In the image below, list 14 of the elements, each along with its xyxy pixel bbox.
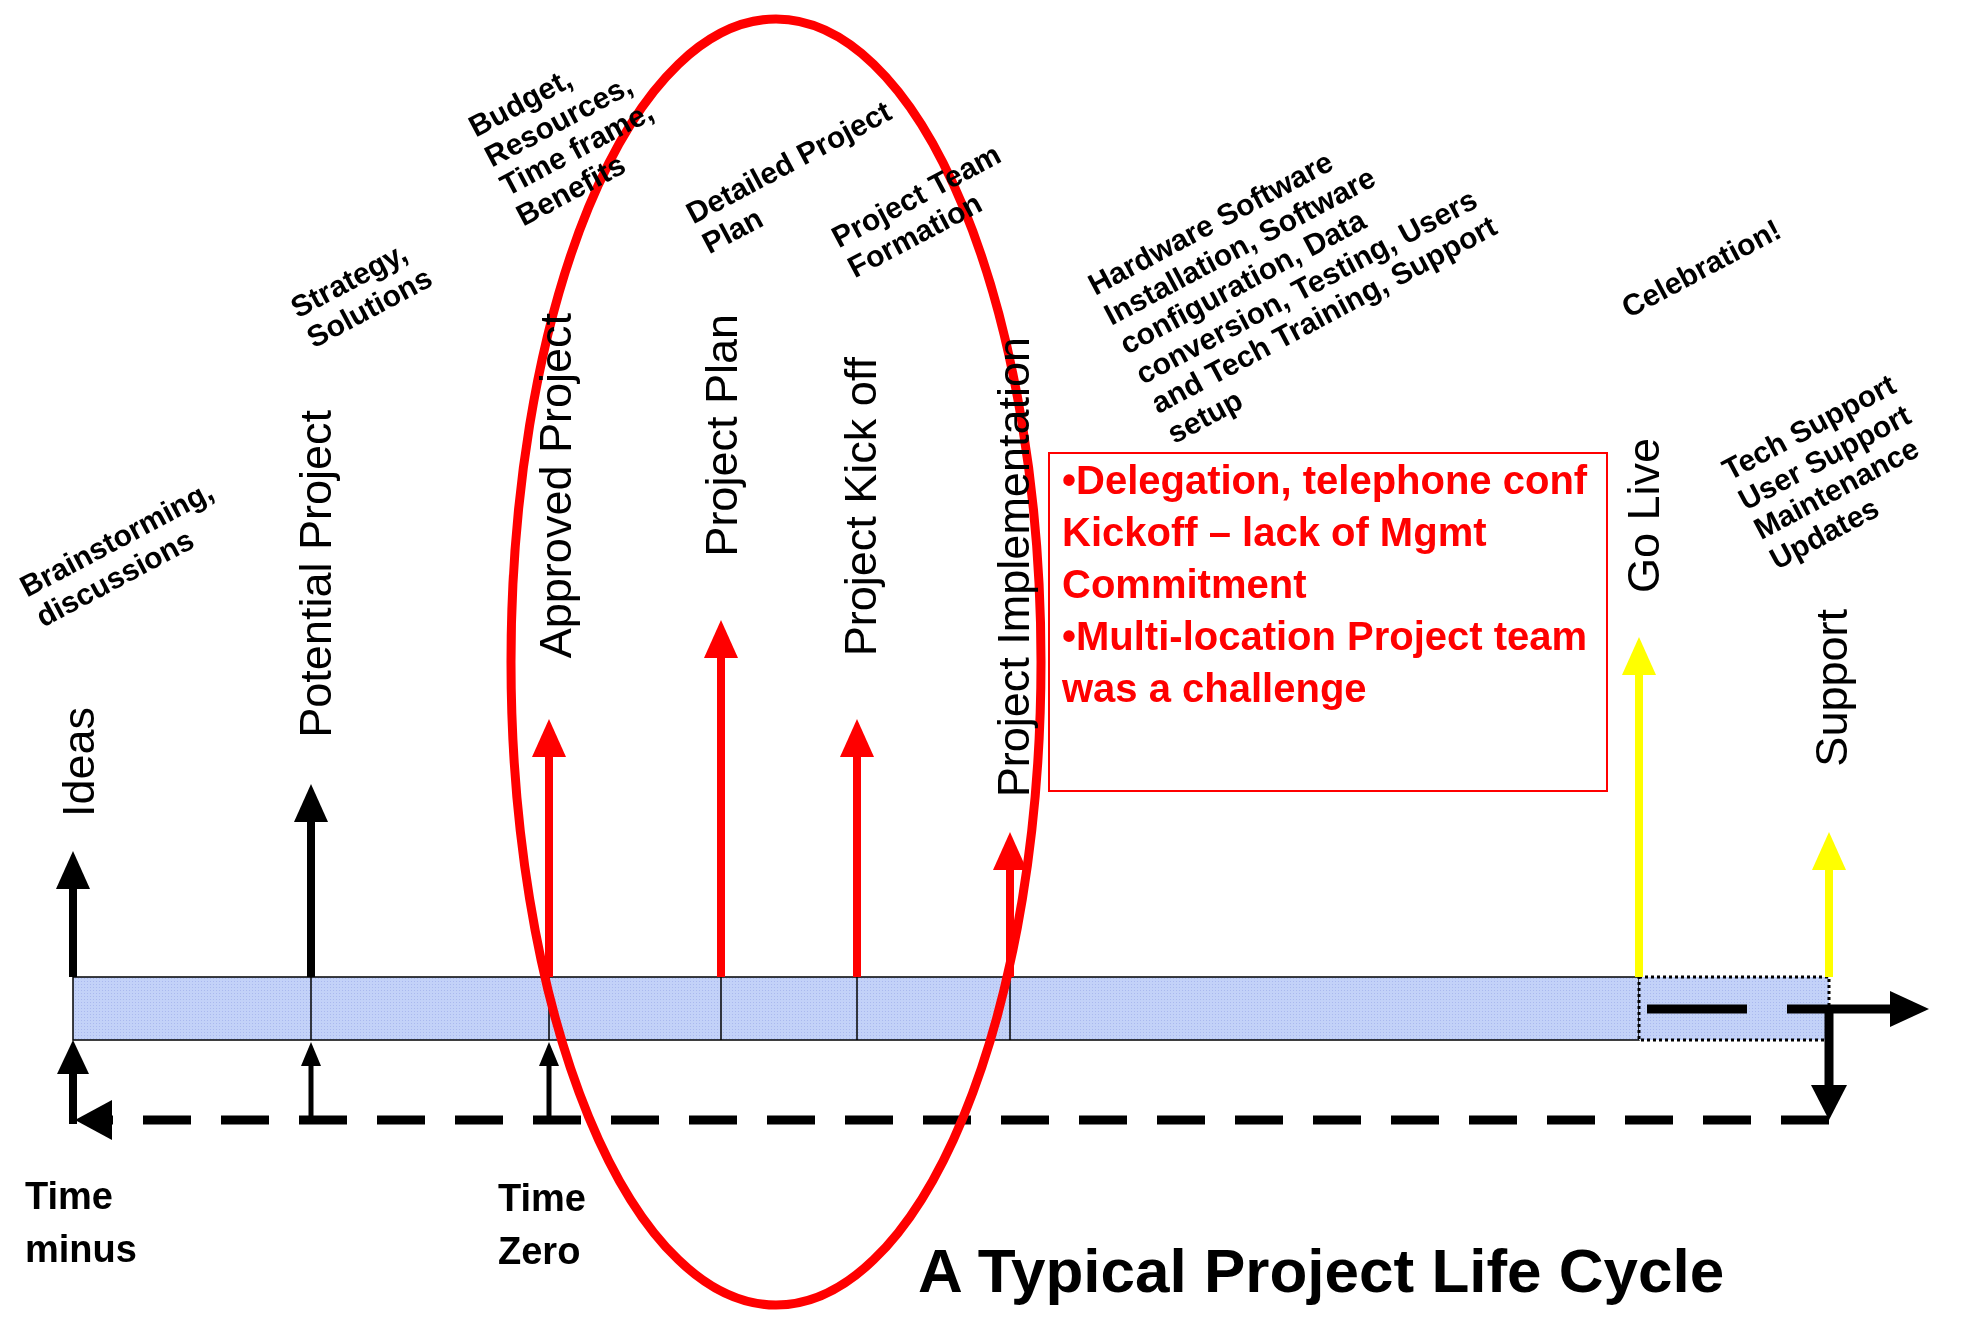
bullet-text: •Multi-location Project team was a challenge xyxy=(1062,613,1589,712)
milestone-label: Project Plan xyxy=(698,314,744,557)
milestone-label: Project Kick off xyxy=(837,357,883,657)
time-label: Time minus xyxy=(25,1174,138,1273)
milestone-label: Approved Project xyxy=(532,313,578,659)
diagram-title: A Typical Project Life Cycle xyxy=(918,1235,1725,1306)
callout-box xyxy=(1048,452,1608,792)
milestone-label: Project Implementation xyxy=(990,337,1036,798)
milestone-label: Go Live xyxy=(1620,438,1666,594)
milestone-label: Potential Project xyxy=(292,410,338,738)
milestone-label: Support xyxy=(1808,609,1854,767)
bullet-text: •Delegation, telephone conf Kickoff – lack of Mgmt Commitment xyxy=(1062,457,1589,608)
milestone-label: Ideas xyxy=(55,707,101,818)
time-label: Time Zero xyxy=(498,1176,587,1275)
